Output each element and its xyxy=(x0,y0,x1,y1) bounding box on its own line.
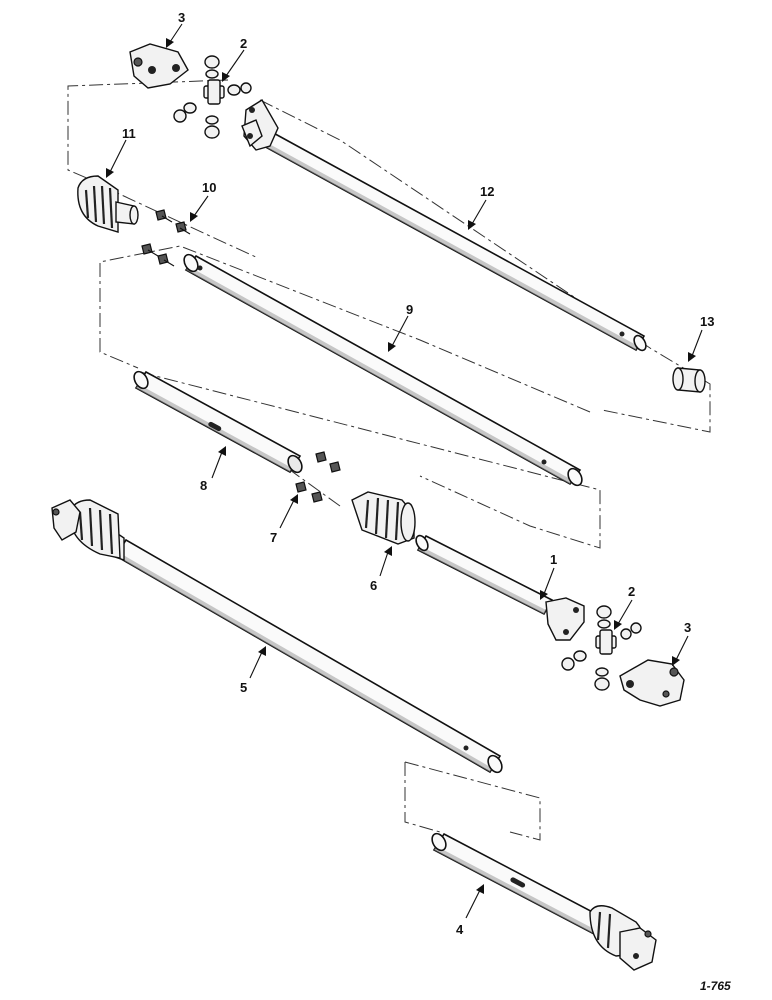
yoke-icon xyxy=(545,597,585,641)
callout-4: 4 xyxy=(456,922,464,937)
part-6-shield-cone xyxy=(351,491,416,545)
bolt-icon xyxy=(155,209,173,223)
bolt-icon xyxy=(141,243,159,257)
part-7-bolts xyxy=(295,451,341,503)
part-9-outer-tube xyxy=(183,253,583,487)
bolt-icon xyxy=(175,221,191,235)
part-2-cross-bearing-bottom xyxy=(561,605,642,691)
callout-13: 13 xyxy=(700,314,714,329)
part-1-shaft-with-yoke xyxy=(415,534,585,641)
figure-id-label: 1-765 xyxy=(700,979,731,993)
bolt-icon xyxy=(311,491,323,503)
part-11-shield-cone xyxy=(77,175,139,233)
part-12-inner-tube-with-yoke xyxy=(241,99,647,352)
yoke-icon xyxy=(619,927,657,971)
part-8-inner-tube xyxy=(133,370,303,474)
part-3-yoke-top xyxy=(129,43,189,89)
callout-9: 9 xyxy=(406,302,413,317)
callout-10: 10 xyxy=(202,180,216,195)
callout-labels: 3 2 11 10 12 9 13 8 7 6 1 2 3 5 4 1-765 xyxy=(122,10,731,993)
callout-11: 11 xyxy=(122,126,136,141)
cross-bearing-icon xyxy=(595,629,617,655)
bushing-icon xyxy=(672,367,706,393)
callout-3-top: 3 xyxy=(178,10,185,25)
bolt-icon xyxy=(157,253,175,267)
callout-7: 7 xyxy=(270,530,277,545)
yoke-icon xyxy=(241,99,279,151)
bolt-icon xyxy=(315,451,327,463)
leader-lines xyxy=(106,23,703,919)
part-10-bolts xyxy=(141,209,191,267)
part-4-inner-tube-assembly xyxy=(431,832,657,971)
callout-1: 1 xyxy=(550,552,557,567)
bolt-icon xyxy=(329,461,341,473)
cross-bearing-icon xyxy=(203,79,225,105)
part-2-cross-bearing-top xyxy=(173,55,252,139)
callout-5: 5 xyxy=(240,680,247,695)
callout-3-bottom: 3 xyxy=(684,620,691,635)
yoke-icon xyxy=(51,499,81,541)
alignment-lines xyxy=(67,79,711,841)
callout-8: 8 xyxy=(200,478,207,493)
callout-2-bottom: 2 xyxy=(628,584,635,599)
part-3-yoke-bottom xyxy=(619,659,685,707)
callout-6: 6 xyxy=(370,578,377,593)
part-13-bushing xyxy=(672,367,706,393)
callout-2-top: 2 xyxy=(240,36,247,51)
callout-12: 12 xyxy=(480,184,494,199)
part-5-outer-tube-assembly xyxy=(51,499,503,774)
bolt-icon xyxy=(295,481,307,493)
